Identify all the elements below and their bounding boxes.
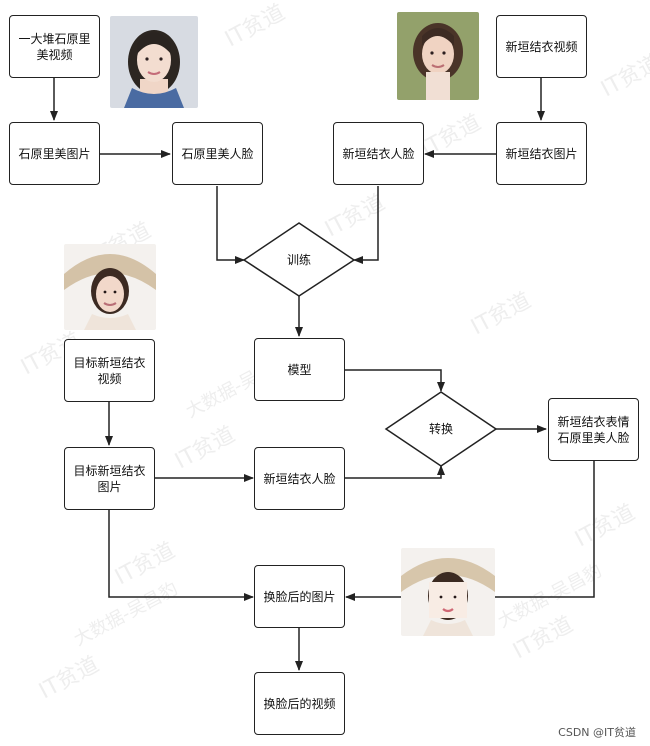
arrow-ishihara-face-to-train bbox=[216, 186, 245, 264]
result-face-node: 新垣结衣表情 石原里美人脸 bbox=[548, 398, 639, 461]
photo-target bbox=[64, 244, 156, 330]
target-video-label: 目标新垣结衣 视频 bbox=[73, 355, 146, 386]
arrow-target-image-to-swapped bbox=[108, 510, 254, 601]
convert-label: 转换 bbox=[429, 421, 453, 436]
train-diamond: 训练 bbox=[242, 222, 356, 297]
ishihara-face-label: 石原里美人脸 bbox=[181, 146, 254, 161]
swapped-video-node: 换脸后的视频 bbox=[254, 672, 345, 735]
aragaki-image-label: 新垣结衣图片 bbox=[505, 146, 578, 161]
swapped-image-node: 换脸后的图片 bbox=[254, 565, 345, 628]
arrow-face-to-convert bbox=[344, 465, 445, 479]
arrow-aragaki-face-to-train bbox=[353, 186, 379, 264]
ishihara-video-label: 一大堆石原里 美视频 bbox=[18, 31, 91, 62]
ishihara-video-node: 一大堆石原里 美视频 bbox=[9, 15, 100, 78]
target-video-node: 目标新垣结衣 视频 bbox=[64, 339, 155, 402]
aragaki-face-bottom-label: 新垣结衣人脸 bbox=[263, 471, 336, 486]
ishihara-image-node: 石原里美图片 bbox=[9, 122, 100, 185]
swapped-image-label: 换脸后的图片 bbox=[263, 589, 336, 604]
aragaki-video-label: 新垣结衣视频 bbox=[505, 39, 578, 54]
csdn-credit: CSDN @IT贫道 bbox=[558, 726, 636, 739]
convert-diamond: 转换 bbox=[384, 391, 498, 467]
model-label: 模型 bbox=[287, 362, 312, 377]
ishihara-image-label: 石原里美图片 bbox=[18, 146, 91, 161]
aragaki-face-node-bottom: 新垣结衣人脸 bbox=[254, 447, 345, 510]
photo-ishihara bbox=[110, 16, 198, 108]
photo-aragaki bbox=[397, 12, 479, 100]
photo-result bbox=[401, 548, 495, 636]
target-image-node: 目标新垣结衣 图片 bbox=[64, 447, 155, 510]
arrow-model-to-convert bbox=[345, 369, 445, 392]
train-label: 训练 bbox=[287, 252, 311, 267]
aragaki-image-node: 新垣结衣图片 bbox=[496, 122, 587, 185]
aragaki-video-node: 新垣结衣视频 bbox=[496, 15, 587, 78]
swapped-video-label: 换脸后的视频 bbox=[263, 696, 336, 711]
aragaki-face-top-label: 新垣结衣人脸 bbox=[342, 146, 415, 161]
target-image-label: 目标新垣结衣 图片 bbox=[73, 463, 146, 494]
result-face-label: 新垣结衣表情 石原里美人脸 bbox=[557, 414, 630, 445]
ishihara-face-node: 石原里美人脸 bbox=[172, 122, 263, 185]
model-node: 模型 bbox=[254, 338, 345, 401]
aragaki-face-node-top: 新垣结衣人脸 bbox=[333, 122, 424, 185]
